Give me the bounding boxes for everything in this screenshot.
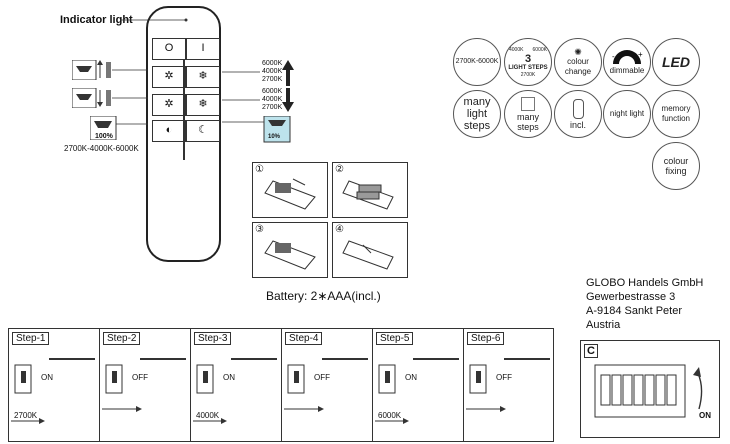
remote-center-line [183,60,185,160]
remote-control: O I ✲ ❄ ✲ ❄ ◐ ☾ [146,6,221,262]
battery-closed-illustration [342,240,394,270]
battery-step-4: ④ [332,222,408,278]
cycle-button[interactable]: ◐ [152,120,186,142]
up-temps-list: 6000K 4000K 2700K [262,60,283,83]
full-brightness-callout [90,116,148,140]
moon-icon: ☾ [198,124,208,136]
switch-steps-panel: Step-1 ON 2700K Step-2 OFF Step-3 ON 400… [8,328,554,442]
temp-up-button[interactable]: ❄ [186,66,220,88]
sun-bright-icon: ✲ [164,70,174,82]
breaker-illustration [594,364,703,418]
brightness-up-callout [72,60,148,80]
color-range-badge: 2700K-6000K [453,38,501,86]
on-button[interactable]: I [186,38,220,60]
snowflake-icon: ❄ [198,98,208,110]
panel-c-on-label: ON [699,411,711,420]
full-brightness-label: 100% [95,133,113,140]
night-light-badge: night light [603,90,651,138]
brightness-down-callout [72,88,148,108]
switch-lamp-illustration [375,358,459,424]
temp-down-button[interactable]: ❄ [186,94,220,116]
temp-down-callout [222,88,294,112]
many-light-steps-badge: many light steps [453,90,501,138]
switch-lamp-illustration [284,358,368,412]
off-button[interactable]: O [152,38,186,60]
square-icon [521,96,535,111]
down-temps-list: 6000K 4000K 2700K [262,88,283,111]
snowflake-icon: ❄ [198,70,208,82]
colour-fixing-badge: colour fixing [652,142,700,190]
dimmer-arc-icon: -+ [612,50,643,64]
breaker-panel-c: C ON [580,340,720,438]
colour-down-button[interactable]: ✲ [152,94,186,116]
remote-icon [572,98,584,119]
step-panel: Step-2 OFF [100,329,191,441]
battery-step-1: ① [252,162,328,218]
colour-up-button[interactable]: ✲ [152,66,186,88]
night-button[interactable]: ☾ [186,120,220,142]
switch-lamp-illustration [11,358,95,424]
half-circle-icon: ◐ [165,124,173,136]
step-panel: Step-1 ON 2700K [9,329,100,441]
step-panel: Step-3 ON 4000K [191,329,282,441]
night-light-percent: 10% [268,134,281,140]
light-steps-badge: 4000K 6000K 3 LIGHT STEPS 2700K [504,38,552,86]
dimmable-badge: -+ dimmable [603,38,651,86]
svg-text:+: + [638,50,643,59]
step-panel: Step-4 OFF [282,329,373,441]
indicator-light-label: Indicator light [60,14,133,26]
manufacturer-address: GLOBO Handels GmbH Gewerbestrasse 3 A-91… [586,277,704,331]
led-badge: LED [652,38,700,86]
temp-up-callout [222,60,294,86]
battery-insert-illustration [342,180,394,210]
step-panel: Step-5 ON 6000K [373,329,464,441]
sun-dim-icon: ✲ [164,98,174,110]
step-panel: Step-6 OFF [464,329,555,441]
battery-close-illustration [264,240,316,270]
switch-lamp-illustration [193,358,277,424]
svg-text:-: - [612,52,615,61]
switch-lamp-illustration [466,358,550,412]
battery-info-text: Battery: 2∗AAA(incl.) [266,289,381,303]
switch-lamp-illustration [102,358,186,412]
battery-step-2: ② [332,162,408,218]
sun-icon: ✺ [574,47,582,57]
battery-cover-illustration [264,178,316,210]
many-steps-badge: many steps [504,90,552,138]
panel-c-label: C [584,344,598,358]
night-light-callout [222,116,291,143]
memory-function-badge: memory function [652,90,700,138]
colour-change-badge: ✺ colour change [554,38,602,86]
cycle-temps-label: 2700K-4000K-6000K [64,144,139,153]
battery-steps-panel: ① ② ③ ④ [244,160,410,284]
remote-included-badge: incl. [554,90,602,138]
battery-step-3: ③ [252,222,328,278]
